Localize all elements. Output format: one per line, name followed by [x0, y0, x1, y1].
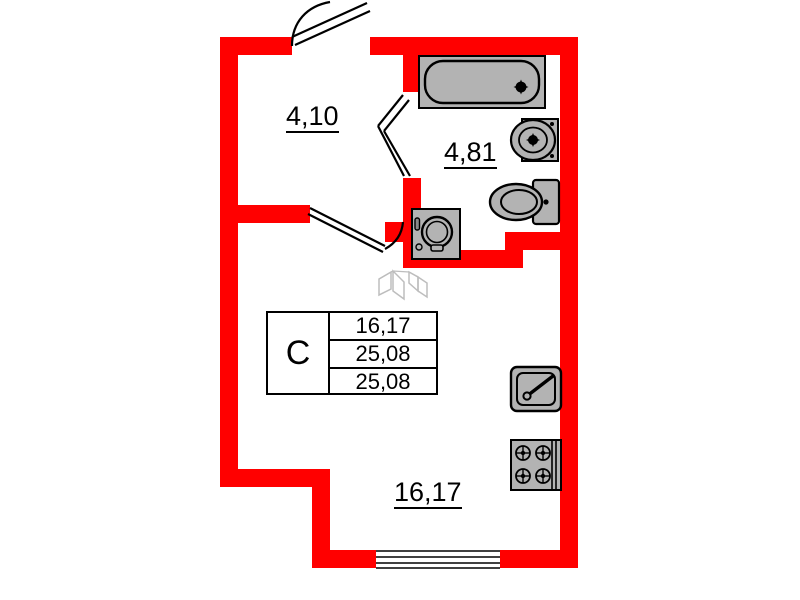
bathtub-icon	[418, 55, 546, 109]
apartment-spec-table: C 16,17 25,08 25,08	[266, 311, 438, 395]
wall-bottom-right	[500, 550, 578, 568]
room-area-label-living: 16,17	[394, 478, 462, 510]
wall-bath-right-connector	[505, 232, 578, 250]
cooktop-burners	[515, 445, 551, 484]
spec-area-with-balcony-cell: 25,08	[355, 369, 411, 394]
walls-group	[220, 37, 578, 568]
wall-left-outer	[220, 37, 238, 469]
toilet-icon	[488, 178, 561, 226]
cooktop-icon	[510, 439, 562, 491]
bathtub-drain-icon	[513, 79, 529, 95]
wall-top-left	[220, 37, 292, 55]
wall-step-horizontal	[220, 469, 330, 487]
entrance-door	[290, 0, 371, 47]
bathroom-door	[377, 94, 411, 177]
room-area-label-hall: 4,10	[286, 102, 339, 134]
living-room-door	[307, 207, 405, 253]
wall-top-right	[370, 37, 578, 55]
spec-living-area-cell: 16,17	[330, 313, 436, 341]
living-room-window	[376, 550, 500, 569]
wall-right-outer	[560, 37, 578, 568]
balcony-sketch-icon	[378, 269, 428, 301]
washbasin-icon	[509, 118, 559, 162]
wall-step-joint	[312, 469, 330, 505]
washbasin-drain-icon	[526, 133, 540, 147]
doors-group	[290, 0, 411, 253]
wall-step-lower-vertical	[312, 496, 330, 568]
kitchen-sink-icon	[509, 365, 563, 413]
apartment-spec-values: 16,17 25,08 25,08	[330, 313, 436, 394]
wall-hall-partition-left	[220, 205, 310, 223]
room-area-label-bathroom: 4,81	[444, 138, 497, 170]
washing-machine-icon	[411, 208, 461, 260]
wall-bath-partition-upper	[403, 37, 421, 92]
spec-total-area-cell: 25,08	[330, 341, 436, 369]
apartment-type-cell: C	[268, 313, 330, 393]
